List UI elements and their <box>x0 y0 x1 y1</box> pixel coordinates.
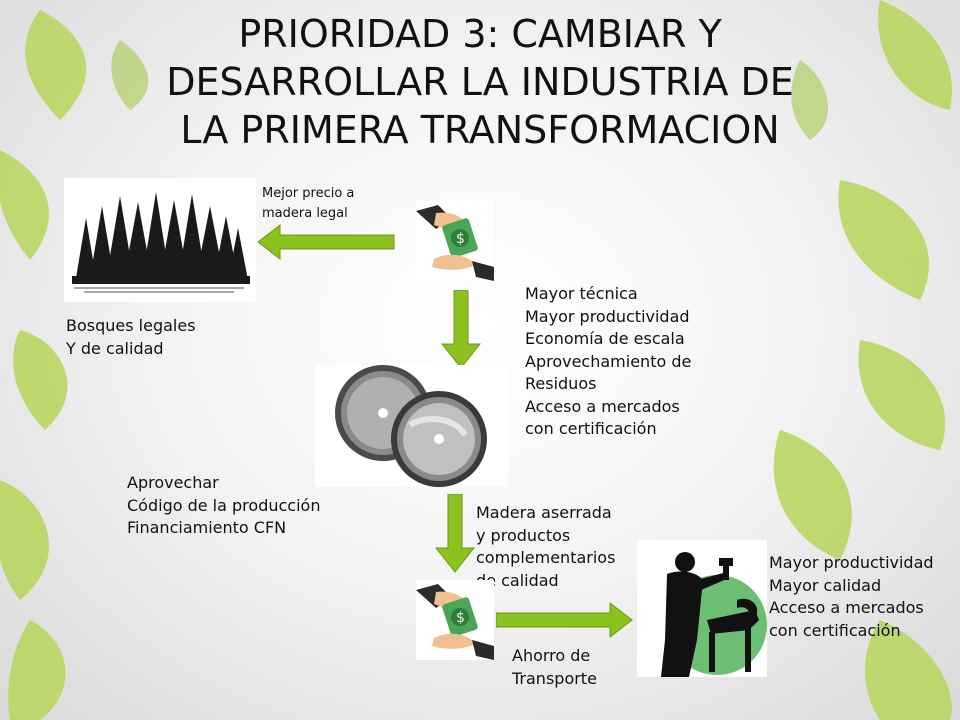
price-label: Mejor precio a madera legal <box>262 186 355 221</box>
arrow-right <box>496 601 633 639</box>
arrow-left <box>258 223 395 261</box>
forests-label: Bosques legales Y de calidad <box>66 316 196 358</box>
arrow-down-1 <box>440 290 482 369</box>
sawmill-support-list: Aprovechar Código de la producción Finan… <box>127 473 321 537</box>
lumber-label: Madera aserrada y productos complementar… <box>476 503 616 590</box>
furniture-worker-icon <box>637 540 767 677</box>
svg-text:$: $ <box>456 231 465 247</box>
sawmill-benefits-list: Mayor técnica Mayor productividad Econom… <box>525 284 692 438</box>
industry-benefits-list: Mayor productividad Mayor calidad Acceso… <box>769 553 934 640</box>
saw-blades-icon <box>315 365 508 487</box>
title-line-1: PRIORIDAD 3: CAMBIAR Y <box>238 12 722 56</box>
arrow-down-2 <box>434 494 476 573</box>
title-line-2: DESARROLLAR LA INDUSTRIA DE <box>166 60 794 104</box>
transport-label: Ahorro de Transporte <box>512 646 597 688</box>
page-title: PRIORIDAD 3: CAMBIAR Y DESARROLLAR LA IN… <box>60 10 900 154</box>
money-handshake-icon-bottom: $ <box>416 580 494 660</box>
title-line-3: LA PRIMERA TRANSFORMACION <box>180 108 780 152</box>
money-handshake-icon: $ <box>416 201 494 281</box>
svg-text:$: $ <box>456 610 465 626</box>
forest-icon <box>64 178 256 302</box>
